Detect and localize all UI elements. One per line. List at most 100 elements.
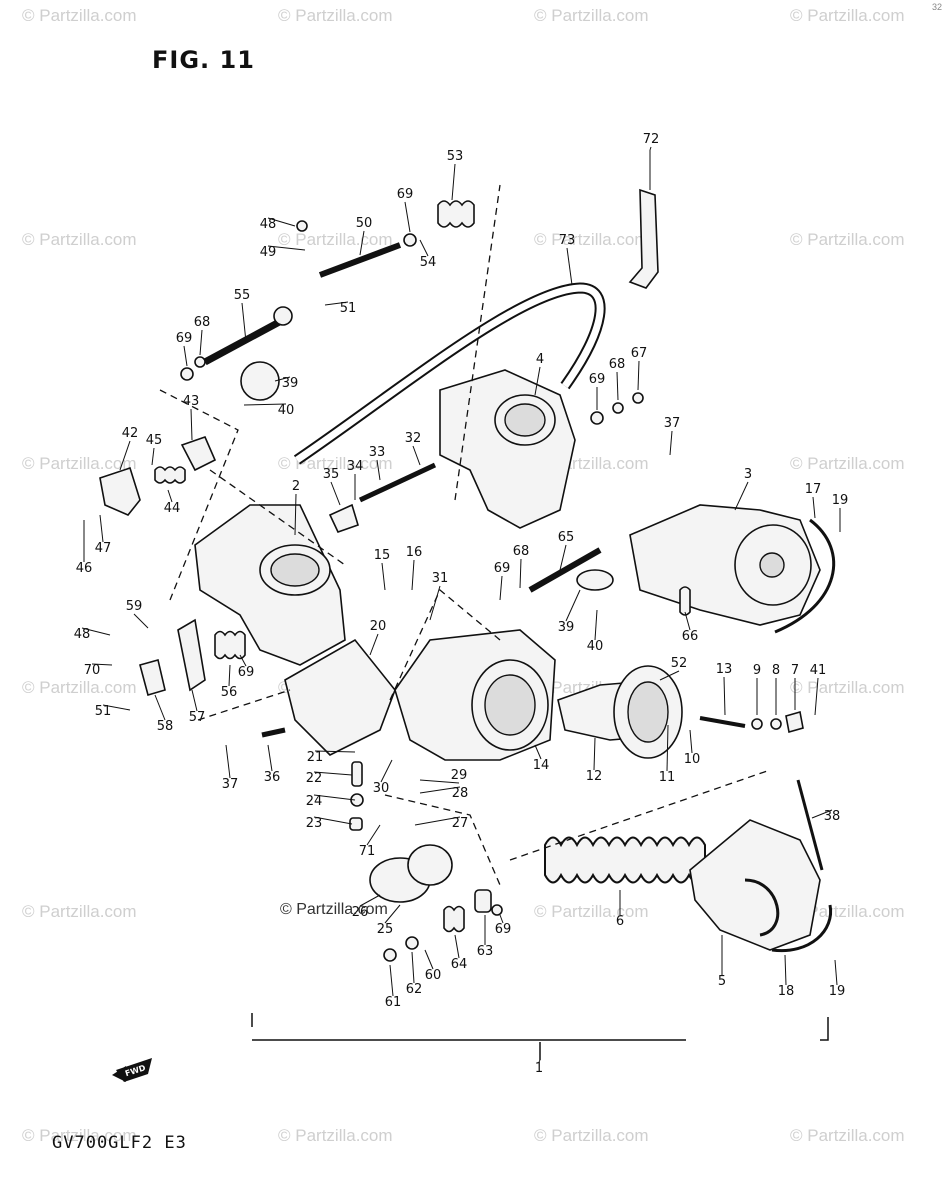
part-number-label: 69 <box>495 922 512 937</box>
leader-line <box>519 558 522 589</box>
leader-line <box>689 729 693 754</box>
part-number-label: 26 <box>352 905 369 920</box>
leader-lines <box>81 146 841 1063</box>
leader-line <box>684 611 691 631</box>
part-number-label: 37 <box>664 416 681 431</box>
part-number-label: 9 <box>753 663 761 678</box>
part-number-label: 6 <box>616 914 624 929</box>
leader-line <box>616 371 619 401</box>
part-number-label: 10 <box>684 752 701 767</box>
leader-line <box>239 654 247 667</box>
part-number-label: 15 <box>374 548 391 563</box>
part-number-label: 31 <box>432 571 449 586</box>
part-number-label: 69 <box>494 561 511 576</box>
leader-line <box>119 440 131 471</box>
part-number-label: 35 <box>323 467 340 482</box>
part-number-label: 8 <box>772 663 780 678</box>
part-number-label: 38 <box>824 809 841 824</box>
part-number-label: 56 <box>221 685 238 700</box>
leader-line <box>534 366 541 396</box>
leader-line <box>267 245 306 251</box>
part-number-label: 63 <box>477 944 494 959</box>
part-number-label: 51 <box>340 301 357 316</box>
part-number-label: 7 <box>791 663 799 678</box>
watermark: © Partzilla.com <box>22 1126 137 1145</box>
part-number-label: 70 <box>84 663 101 678</box>
part-number-label: 52 <box>671 656 688 671</box>
part-number-label: 69 <box>397 187 414 202</box>
part-number-label: 48 <box>260 217 277 232</box>
part-number-label: 61 <box>385 995 402 1010</box>
part-number-label: 40 <box>278 403 295 418</box>
leader-line <box>499 914 504 924</box>
leader-line <box>267 217 296 227</box>
leader-line <box>784 954 787 986</box>
leader-line <box>243 403 287 406</box>
leader-line <box>267 744 273 772</box>
leader-line <box>313 794 356 801</box>
part-number-label: 67 <box>631 346 648 361</box>
part-number-label: 24 <box>306 794 323 809</box>
part-number-label: 41 <box>810 663 827 678</box>
leader-line <box>454 934 460 959</box>
leader-line <box>534 744 542 760</box>
part-number-label: 23 <box>306 816 323 831</box>
leader-line <box>414 816 461 826</box>
leader-line <box>734 481 749 511</box>
part-number-label: 19 <box>832 493 849 508</box>
watermark: © Partzilla.com <box>278 1126 393 1145</box>
leader-line <box>834 959 838 986</box>
part-number-label: 50 <box>356 216 373 231</box>
leader-line <box>366 824 381 846</box>
leader-line <box>274 376 291 382</box>
leader-line <box>566 247 573 286</box>
part-number-label: 3 <box>744 467 752 482</box>
model-code: GV700GLF2 E3 <box>52 1133 187 1153</box>
part-number-label: 60 <box>425 968 442 983</box>
leader-line <box>404 201 411 233</box>
center-watermark: © Partzilla.com <box>280 901 388 918</box>
leader-line <box>499 575 503 601</box>
watermark: © Partzilla.com <box>534 230 649 249</box>
leader-line <box>183 345 188 367</box>
part-number-label: 45 <box>146 433 163 448</box>
part-number-label: 39 <box>558 620 575 635</box>
part-number-label: 27 <box>452 816 469 831</box>
part-number-label: 11 <box>659 770 676 785</box>
part-number-label: 49 <box>260 245 277 260</box>
leader-line <box>538 1059 541 1063</box>
part-number-label: 68 <box>513 544 530 559</box>
watermark: © Partzilla.com <box>534 6 649 25</box>
leader-line <box>411 559 415 591</box>
part-number-label: 47 <box>95 541 112 556</box>
leader-line <box>199 329 203 356</box>
part-number-label: 66 <box>682 629 699 644</box>
leader-line <box>313 771 353 776</box>
leader-line <box>167 489 173 503</box>
part-number-label: 16 <box>406 545 423 560</box>
part-number-label: 51 <box>95 704 112 719</box>
leader-line <box>314 750 356 753</box>
leader-line <box>565 589 581 622</box>
leader-line <box>369 633 379 656</box>
watermark: © Partzilla.com <box>22 678 137 697</box>
leader-line <box>359 230 365 256</box>
part-number-label: 72 <box>643 132 660 147</box>
part-number-label: 73 <box>559 233 576 248</box>
watermark: © Partzilla.com <box>790 678 905 697</box>
leader-line <box>594 609 598 641</box>
part-number-label: 53 <box>447 149 464 164</box>
part-number-label: 28 <box>452 786 469 801</box>
leader-line <box>412 445 421 466</box>
leader-line <box>241 302 247 343</box>
leader-line <box>411 951 415 984</box>
part-number-label: 68 <box>609 357 626 372</box>
leader-line <box>191 689 198 712</box>
part-number-label: 37 <box>222 777 239 792</box>
part-number-label: 12 <box>586 769 603 784</box>
leader-line <box>424 949 434 970</box>
part-number-label: 46 <box>76 561 93 576</box>
part-number-label: 71 <box>359 844 376 859</box>
corner-number: 32 <box>931 2 942 12</box>
